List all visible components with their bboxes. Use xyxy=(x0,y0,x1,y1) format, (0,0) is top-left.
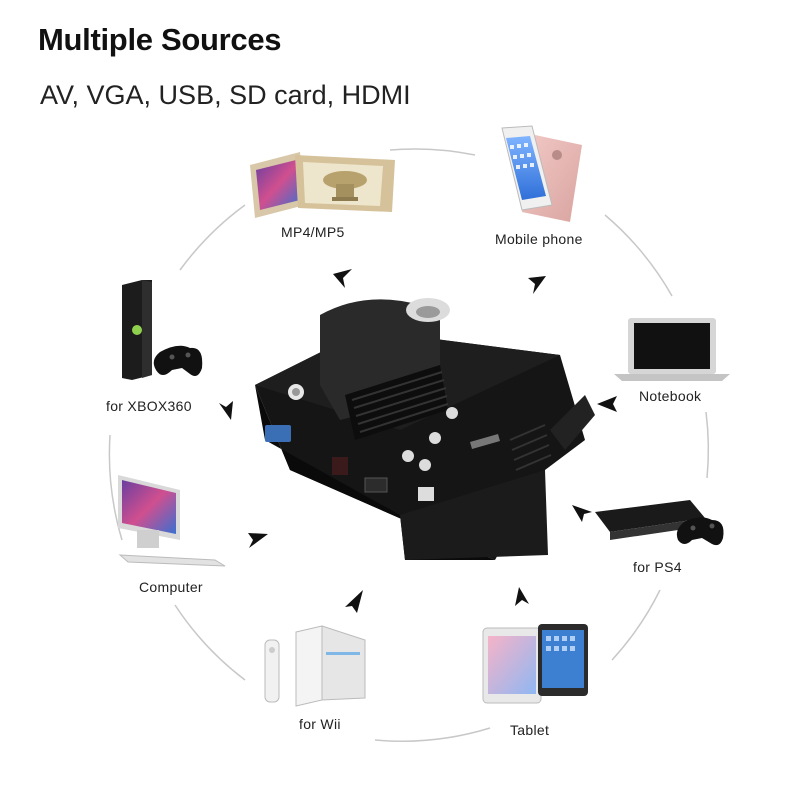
arrow-icon-wii xyxy=(345,590,363,613)
xbox-console-icon xyxy=(122,280,203,380)
arrow-icon-phone xyxy=(528,276,546,294)
desktop-computer-icon xyxy=(118,475,226,567)
label-tablet: Tablet xyxy=(510,722,550,738)
label-notebook: Notebook xyxy=(639,388,702,404)
label-mobile-phone: Mobile phone xyxy=(495,231,583,247)
laptop-icon xyxy=(614,318,730,381)
wii-console-icon xyxy=(264,625,366,707)
arrow-icon-tablet xyxy=(515,587,529,606)
label-ps4: for PS4 xyxy=(633,559,682,575)
label-xbox360: for XBOX360 xyxy=(106,398,192,414)
projector-icon xyxy=(255,298,595,560)
source-circle xyxy=(108,148,710,742)
smartphone-icon xyxy=(501,125,582,222)
arrow-icon-ps4 xyxy=(572,505,592,522)
page-title: Multiple Sources xyxy=(38,22,282,57)
arrow-icon-notebook xyxy=(597,396,617,412)
label-mp4: MP4/MP5 xyxy=(281,224,345,240)
tablet-icon xyxy=(482,624,588,704)
mp4-player-icon xyxy=(250,152,395,218)
label-computer: Computer xyxy=(139,579,203,595)
arrow-icon-xbox xyxy=(219,401,233,420)
arrow-icons xyxy=(219,269,617,613)
arrow-icon-mp4 xyxy=(333,269,352,288)
page-subtitle: AV, VGA, USB, SD card, HDMI xyxy=(40,80,411,110)
label-wii: for Wii xyxy=(299,716,341,732)
game-console-icon xyxy=(595,500,724,546)
arrow-icon-computer xyxy=(248,533,268,548)
